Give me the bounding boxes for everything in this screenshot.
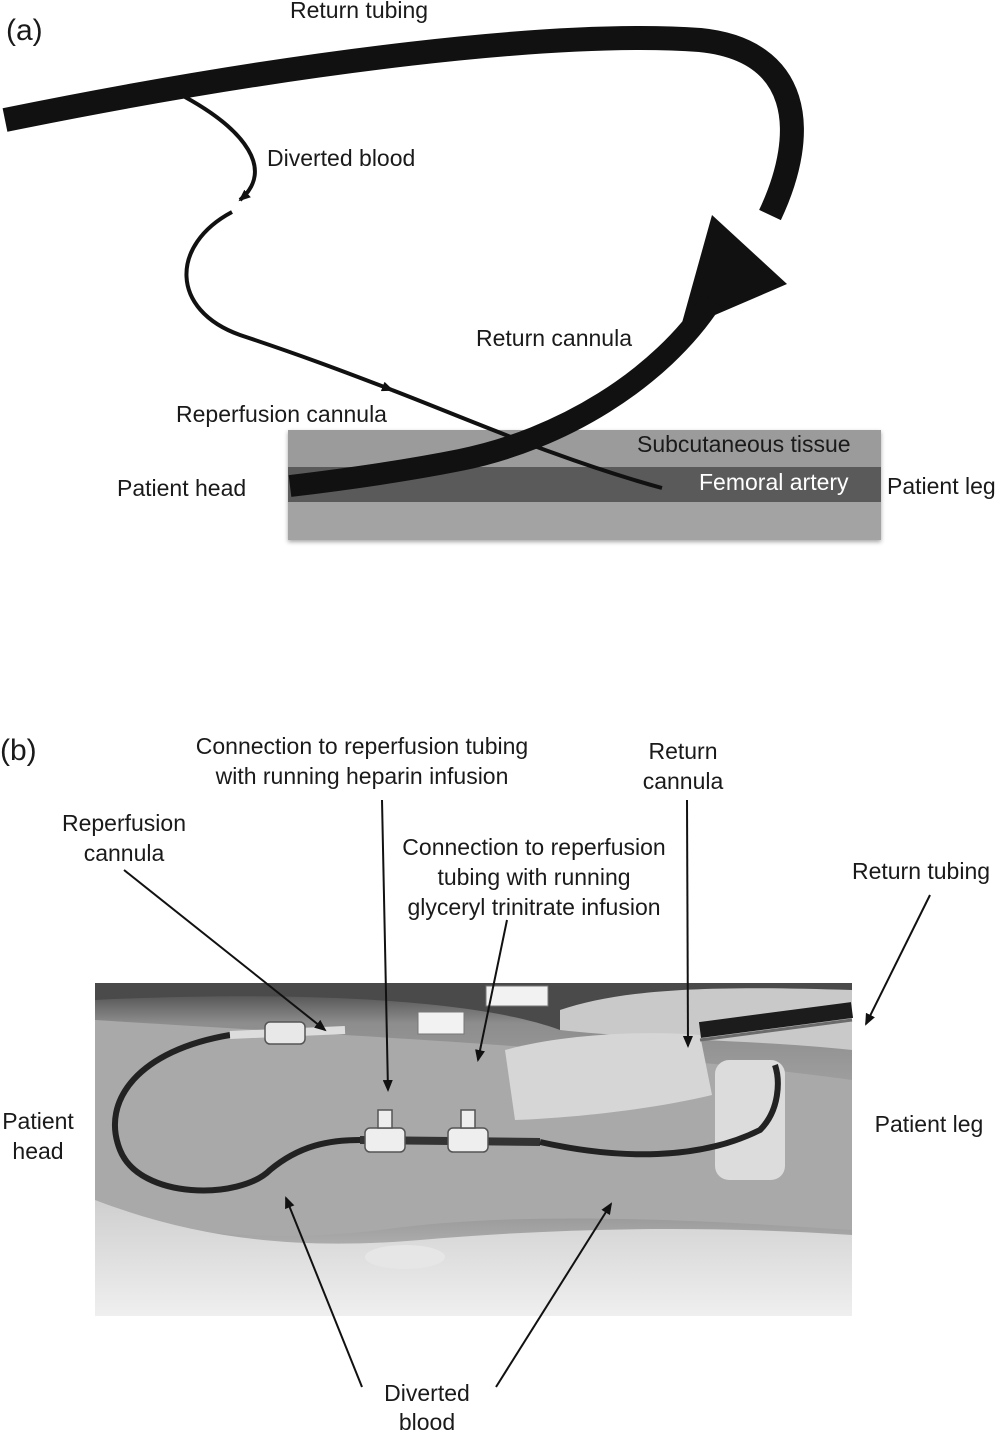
return-tubing-line [2, 26, 804, 221]
label-reperfusion-cannula-a: Reperfusion cannula [176, 401, 387, 427]
label-diverted-blood-a: Diverted blood [267, 145, 415, 171]
label-gtn-line1: Connection to reperfusion [402, 834, 665, 860]
label-patient-head-a: Patient head [117, 475, 246, 501]
panel-b-label: (b) [0, 734, 37, 767]
panel-b: (b) [0, 733, 990, 1432]
clinical-photograph [95, 983, 854, 1316]
label-patient-head-b-line1: Patient [2, 1108, 74, 1134]
panel-a: (a) Return tubing Diverted blood Return … [2, 0, 996, 540]
reperfusion-cannula-line [184, 210, 394, 392]
label-patient-leg-a: Patient leg [887, 473, 996, 499]
label-subcutaneous-tissue: Subcutaneous tissue [637, 431, 851, 457]
label-heparin-line1: Connection to reperfusion tubing [196, 733, 528, 759]
label-patient-head-b-line2: head [12, 1138, 63, 1164]
label-return-cannula-b-line2: cannula [643, 768, 724, 794]
diverted-blood-line [184, 95, 257, 202]
label-return-cannula-b-line1: Return [648, 738, 717, 764]
label-gtn-line3: glyceryl trinitrate infusion [407, 894, 660, 920]
label-femoral-artery: Femoral artery [699, 469, 849, 495]
return-cannula-line [288, 293, 722, 497]
panel-a-label: (a) [6, 14, 43, 47]
label-gtn-line2: tubing with running [437, 864, 630, 890]
tissue-lower-band [288, 502, 881, 540]
label-patient-leg-b: Patient leg [875, 1111, 984, 1137]
label-return-tubing-b: Return tubing [852, 858, 990, 884]
pointer-lines [123, 799, 931, 1388]
label-heparin-line2: with running heparin infusion [215, 763, 509, 789]
label-diverted-blood-b-line2: blood [399, 1409, 455, 1432]
label-return-tubing-a: Return tubing [290, 0, 428, 23]
label-return-cannula-a: Return cannula [476, 325, 632, 351]
label-diverted-blood-b-line1: Diverted [384, 1380, 470, 1406]
label-reperfusion-cannula-b-line2: cannula [84, 840, 165, 866]
label-reperfusion-cannula-b-line1: Reperfusion [62, 810, 186, 836]
